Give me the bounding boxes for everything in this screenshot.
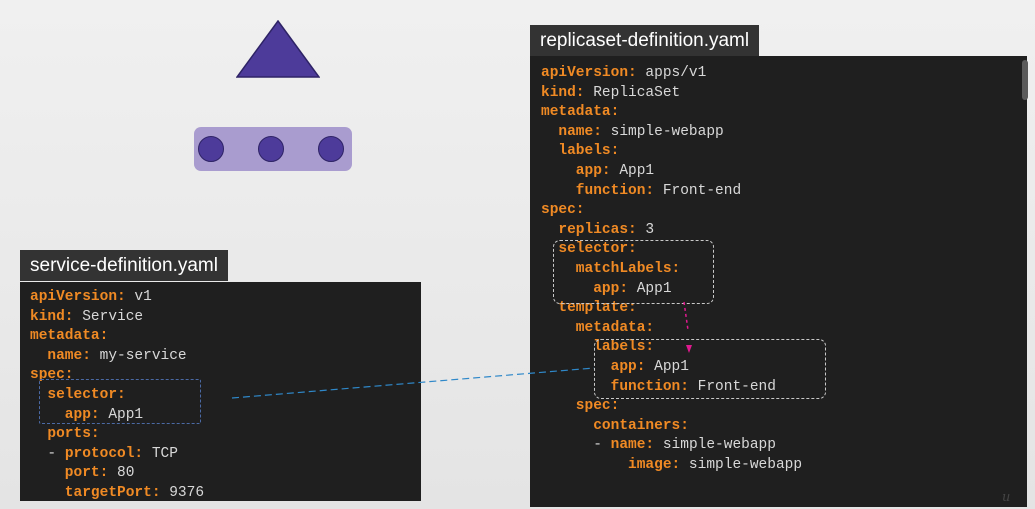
yaml-key: template: — [541, 300, 637, 317]
code-line: spec: — [541, 201, 1027, 221]
yaml-key: labels: — [541, 339, 655, 356]
yaml-key: selector: — [30, 386, 126, 403]
yaml-key: ports: — [30, 426, 100, 443]
yaml-value: App1 — [628, 280, 672, 297]
code-line: function: Front-end — [541, 378, 1027, 398]
code-line: kind: Service — [30, 308, 421, 328]
yaml-value: App1 — [645, 358, 689, 375]
service-file-title: service-definition.yaml — [20, 250, 228, 281]
yaml-key: metadata: — [541, 104, 620, 121]
yaml-key: targetPort: — [30, 484, 161, 501]
code-line: labels: — [541, 338, 1027, 358]
code-line: name: simple-webapp — [541, 123, 1027, 143]
yaml-value: ReplicaSet — [584, 84, 681, 101]
replicaset-selector-box — [553, 240, 714, 304]
list-prefix: - — [541, 437, 611, 454]
service-triangle-icon — [236, 20, 320, 78]
yaml-key: labels: — [541, 143, 620, 160]
code-line: app: App1 — [30, 406, 421, 426]
yaml-key: spec: — [541, 202, 585, 219]
code-line: apiVersion: v1 — [30, 288, 421, 308]
code-line: template: — [541, 299, 1027, 319]
yaml-value: simple-webapp — [680, 456, 803, 473]
yaml-value: App1 — [99, 406, 144, 423]
yaml-key: matchLabels: — [541, 260, 681, 277]
code-line: targetPort: 9376 — [30, 484, 421, 504]
yaml-key: name: — [30, 347, 91, 364]
yaml-key: name: — [610, 437, 655, 454]
yaml-key: containers: — [541, 417, 689, 434]
code-line: - name: simple-webapp — [541, 436, 1027, 456]
yaml-key: replicas: — [541, 221, 637, 238]
yaml-key: app: — [541, 162, 611, 179]
code-line: matchLabels: — [541, 260, 1027, 280]
yaml-value: Front-end — [654, 182, 742, 199]
pod-group — [194, 127, 352, 171]
code-line: app: App1 — [541, 358, 1027, 378]
code-line: labels: — [541, 142, 1027, 162]
udemy-logo-icon: u — [1002, 490, 1011, 505]
pod-dot-icon — [198, 136, 224, 162]
yaml-value: 80 — [108, 465, 135, 482]
scrollbar-thumb[interactable] — [1022, 60, 1028, 100]
code-line: metadata: — [541, 319, 1027, 339]
yaml-value: App1 — [610, 162, 655, 179]
list-prefix: - — [30, 445, 65, 462]
code-line: app: App1 — [541, 162, 1027, 182]
yaml-key: app: — [541, 358, 646, 375]
yaml-key: app: — [30, 406, 100, 423]
yaml-key: apiVersion: — [30, 289, 126, 305]
code-line: port: 80 — [30, 464, 421, 484]
yaml-key: kind: — [30, 308, 74, 325]
code-line: ports: — [30, 425, 421, 445]
yaml-value: 9376 — [160, 484, 205, 501]
code-line: name: my-service — [30, 347, 421, 367]
code-line: selector: — [541, 240, 1027, 260]
yaml-value: Front-end — [688, 378, 776, 395]
pod-dot-icon — [318, 136, 344, 162]
yaml-value: Service — [73, 308, 144, 325]
code-line: containers: — [541, 417, 1027, 437]
code-line: metadata: — [30, 327, 421, 347]
yaml-key: apiVersion: — [541, 65, 637, 81]
code-line: selector: — [30, 386, 421, 406]
code-line: metadata: — [541, 103, 1027, 123]
template-labels-box — [594, 339, 826, 399]
code-line: replicas: 3 — [541, 221, 1027, 241]
yaml-key: metadata: — [541, 319, 655, 336]
pod-dot-icon — [258, 136, 284, 162]
yaml-key: image: — [541, 456, 681, 473]
code-line: spec: — [541, 397, 1027, 417]
yaml-key: function: — [541, 378, 689, 395]
code-line: - protocol: TCP — [30, 445, 421, 465]
yaml-key: metadata: — [30, 328, 109, 345]
yaml-value: 3 — [636, 221, 655, 238]
yaml-value: simple-webapp — [601, 123, 724, 140]
yaml-key: selector: — [541, 241, 637, 258]
code-line: kind: ReplicaSet — [541, 84, 1027, 104]
yaml-key: name: — [541, 123, 602, 140]
service-selector-box — [39, 379, 201, 424]
yaml-key: port: — [30, 465, 109, 482]
code-line: apiVersion: apps/v1 — [541, 64, 1027, 84]
yaml-value: simple-webapp — [654, 437, 776, 454]
yaml-key: spec: — [541, 398, 620, 415]
code-line: app: App1 — [541, 280, 1027, 300]
code-line: image: simple-webapp — [541, 456, 1027, 476]
yaml-key: protocol: — [64, 445, 144, 462]
yaml-key: function: — [541, 182, 655, 199]
yaml-value: v1 — [125, 289, 152, 305]
replicaset-file-title: replicaset-definition.yaml — [530, 25, 760, 56]
yaml-key: kind: — [541, 84, 585, 101]
yaml-value: TCP — [143, 445, 178, 462]
code-line: function: Front-end — [541, 182, 1027, 202]
yaml-value: my-service — [90, 347, 187, 364]
yaml-key: app: — [541, 280, 629, 297]
yaml-value: apps/v1 — [636, 65, 707, 81]
